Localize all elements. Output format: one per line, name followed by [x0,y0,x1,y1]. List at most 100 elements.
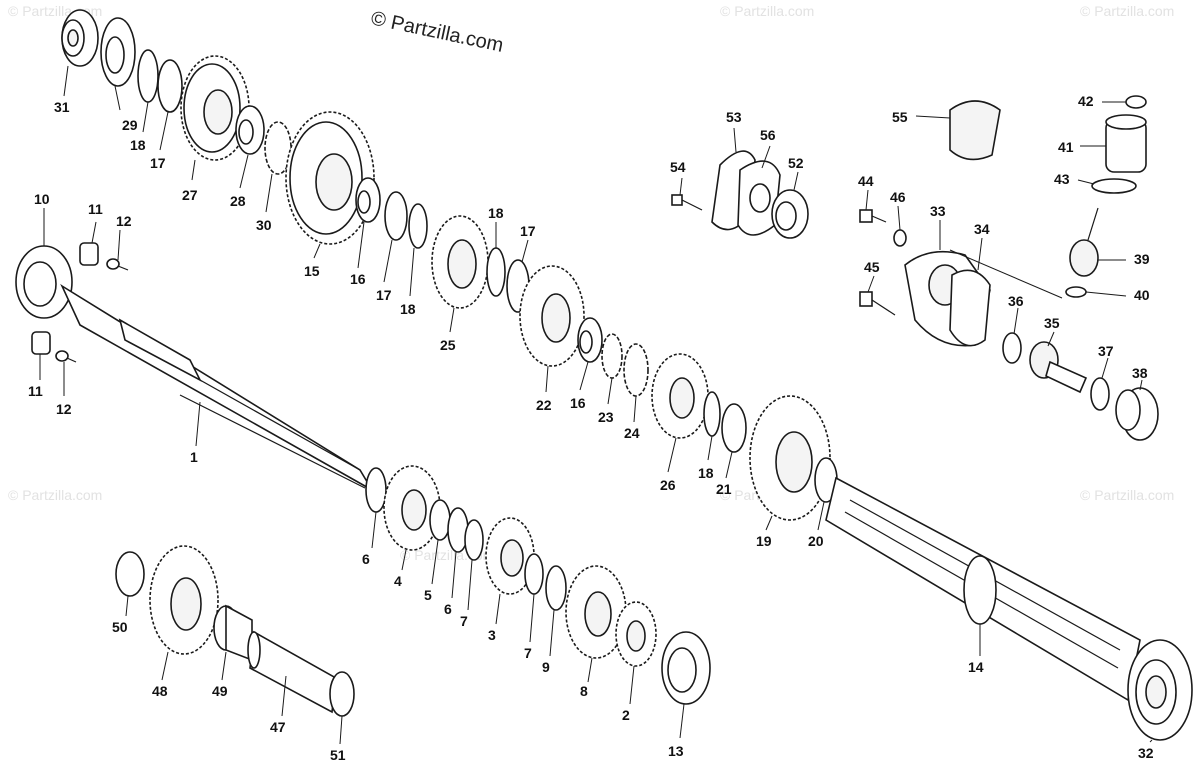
gear-3[interactable] [485,517,535,595]
callout-21[interactable]: 21 [716,481,732,497]
callout-6b[interactable]: 6 [444,601,452,617]
callout-46[interactable]: 46 [890,189,906,205]
washer-9[interactable] [545,565,567,611]
gear-19[interactable] [749,395,831,521]
callout-23[interactable]: 23 [598,409,614,425]
washer-46[interactable] [893,229,907,247]
bearing-13[interactable] [661,631,711,705]
gear-27[interactable] [180,55,250,161]
callout-9[interactable]: 9 [542,659,550,675]
callout-48[interactable]: 48 [152,683,168,699]
callout-14[interactable]: 14 [968,659,984,675]
callout-3[interactable]: 3 [488,627,496,643]
callout-29[interactable]: 29 [122,117,138,133]
bushing-16b[interactable] [577,317,603,363]
callout-53[interactable]: 53 [726,109,742,125]
washer-17[interactable] [157,59,183,113]
callout-28[interactable]: 28 [230,193,246,209]
callout-35[interactable]: 35 [1044,315,1060,331]
callout-39[interactable]: 39 [1134,251,1150,267]
callout-36[interactable]: 36 [1008,293,1024,309]
callout-11b[interactable]: 11 [28,383,43,399]
gasket-56[interactable] [737,160,781,236]
bushing-5[interactable] [429,499,451,541]
callout-7[interactable]: 7 [460,613,468,629]
callout-42[interactable]: 42 [1078,93,1094,109]
oil-seal-52[interactable] [771,189,809,239]
countershaft-14[interactable] [825,476,1141,702]
callout-31[interactable]: 31 [54,99,70,115]
callout-56[interactable]: 56 [760,127,776,143]
callout-4[interactable]: 4 [394,573,402,589]
callout-55[interactable]: 55 [892,109,908,125]
callout-47[interactable]: 47 [270,719,286,735]
callout-17[interactable]: 17 [150,155,166,171]
shaft-47[interactable] [247,630,337,714]
gasket-34[interactable] [949,269,991,347]
gear-2[interactable] [615,601,657,667]
callout-51[interactable]: 51 [330,747,346,763]
callout-19[interactable]: 19 [756,533,772,549]
collar-50[interactable] [115,551,145,597]
callout-52[interactable]: 52 [788,155,804,171]
circlip-18[interactable] [408,203,428,249]
callout-10[interactable]: 10 [34,191,50,207]
callout-49[interactable]: 49 [212,683,228,699]
gear-26[interactable] [651,353,709,439]
bearing-32[interactable] [1127,639,1193,741]
callout-26[interactable]: 26 [660,477,676,493]
callout-41[interactable]: 41 [1058,139,1074,155]
bolt-44[interactable] [859,209,887,223]
callout-50[interactable]: 50 [112,619,128,635]
washer-23[interactable] [601,333,623,379]
callout-54[interactable]: 54 [670,159,686,175]
callout-27[interactable]: 27 [182,187,198,203]
callout-24[interactable]: 24 [624,425,640,441]
ring-7[interactable] [464,519,484,561]
screw-12-bottom[interactable] [55,350,77,363]
washer-21[interactable] [721,403,747,453]
callout-12b[interactable]: 12 [56,401,72,417]
gear-4[interactable] [383,465,441,551]
callout-17b[interactable]: 17 [376,287,392,303]
cap-38[interactable] [1115,387,1159,441]
ring-18c[interactable] [703,391,721,437]
bearing-31[interactable] [61,9,99,67]
screw-12-top[interactable] [106,258,129,271]
callout-37[interactable]: 37 [1098,343,1114,359]
callout-32[interactable]: 32 [1138,745,1154,761]
gear-35[interactable] [1029,341,1088,394]
callout-40[interactable]: 40 [1134,287,1150,303]
callout-18b[interactable]: 18 [400,301,416,317]
ring-7b[interactable] [524,553,544,595]
callout-44[interactable]: 44 [858,173,874,189]
callout-25[interactable]: 25 [440,337,456,353]
ring-18b[interactable] [486,247,506,297]
callout-13[interactable]: 13 [668,743,684,759]
gear-48[interactable] [149,545,219,655]
o-ring-43[interactable] [1091,178,1137,194]
callout-16b[interactable]: 16 [570,395,586,411]
driven-gear-39[interactable] [1069,207,1099,277]
callout-5[interactable]: 5 [424,587,432,603]
callout-30[interactable]: 30 [256,217,272,233]
gear-15[interactable] [285,111,375,245]
callout-43[interactable]: 43 [1054,171,1070,187]
callout-16[interactable]: 16 [350,271,366,287]
ring-18[interactable] [137,49,159,103]
washer-17b[interactable] [384,191,408,241]
callout-11[interactable]: 11 [88,201,103,217]
callout-7b[interactable]: 7 [524,645,532,661]
bushing-28[interactable] [235,105,265,155]
callout-22[interactable]: 22 [536,397,552,413]
washer-6[interactable] [365,467,387,513]
gear-25[interactable] [431,215,489,309]
callout-2[interactable]: 2 [622,707,630,723]
callout-17c[interactable]: 17 [520,223,536,239]
callout-18d[interactable]: 18 [698,465,714,481]
washer-24[interactable] [623,343,649,397]
callout-8[interactable]: 8 [580,683,588,699]
callout-18[interactable]: 18 [130,137,146,153]
plate-11-top[interactable] [79,242,99,266]
callout-18c[interactable]: 18 [488,205,504,221]
